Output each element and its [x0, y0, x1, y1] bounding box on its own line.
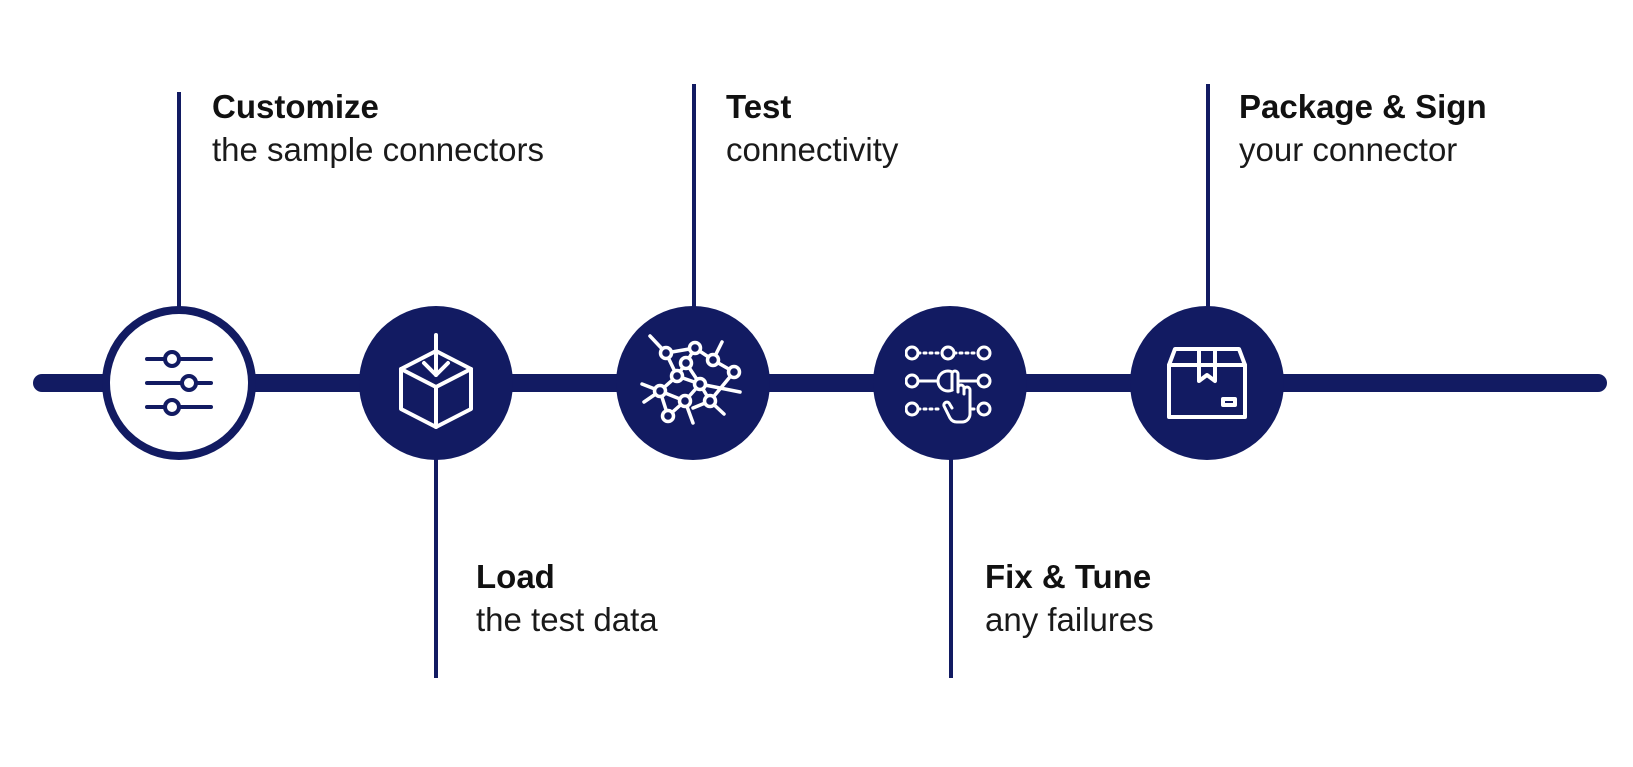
step-title: Fix & Tune: [985, 558, 1152, 595]
connector-step-2: [434, 452, 438, 678]
step-1-node: [102, 306, 256, 460]
step-1-label: Customize the sample connectors: [212, 86, 544, 172]
step-title: Package & Sign: [1239, 88, 1487, 125]
package-icon: [1165, 345, 1249, 421]
node-select-icon: [905, 338, 995, 428]
box-download-icon: [391, 333, 481, 433]
step-subtitle: the sample connectors: [212, 130, 545, 168]
step-5-node: [1130, 306, 1284, 460]
step-subtitle: connectivity: [726, 130, 899, 168]
step-subtitle: your connector: [1239, 130, 1458, 168]
connector-step-3: [692, 84, 696, 307]
step-4-node: [873, 306, 1027, 460]
step-2-node: [359, 306, 513, 460]
step-title: Test: [726, 88, 792, 125]
step-5-label: Package & Sign your connector: [1239, 86, 1487, 172]
network-icon: [638, 328, 748, 438]
step-title: Customize: [212, 88, 379, 125]
step-subtitle: the test data: [476, 600, 658, 638]
connector-step-4: [949, 452, 953, 678]
step-2-label: Load the test data: [476, 556, 658, 642]
connector-step-1: [177, 92, 181, 307]
step-title: Load: [476, 558, 555, 595]
sliders-icon: [139, 343, 219, 423]
step-4-label: Fix & Tune any failures: [985, 556, 1154, 642]
step-3-label: Test connectivity: [726, 86, 898, 172]
step-subtitle: any failures: [985, 600, 1154, 638]
step-3-node: [616, 306, 770, 460]
timeline-bar: [33, 374, 1607, 392]
connector-step-5: [1206, 84, 1210, 307]
